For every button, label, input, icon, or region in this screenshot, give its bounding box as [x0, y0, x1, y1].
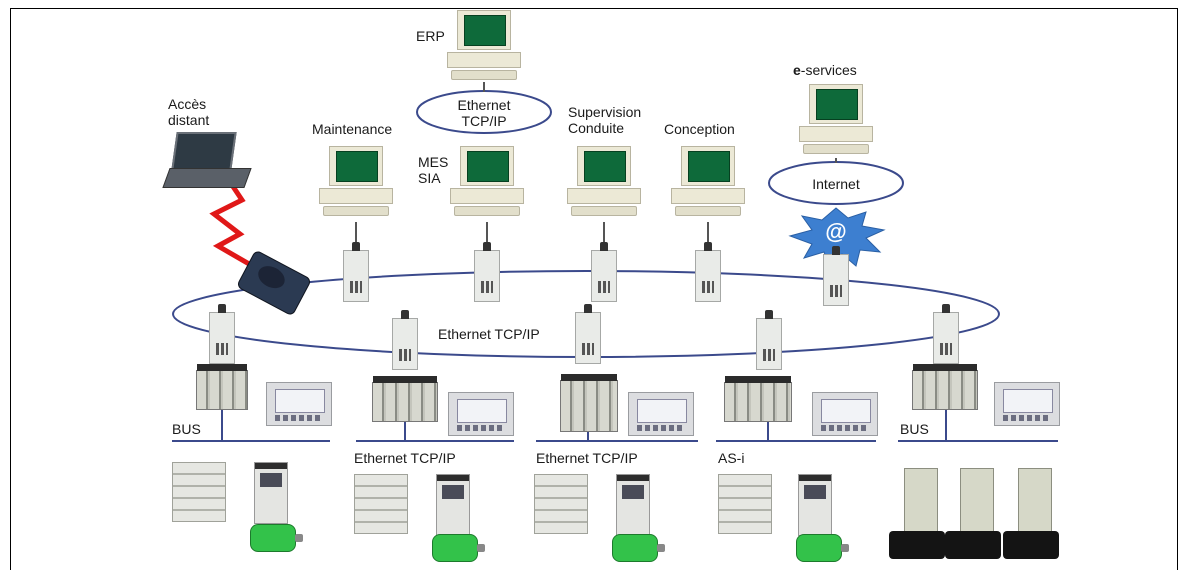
io-module-3 [534, 474, 588, 534]
wireless-lightning [209, 174, 258, 271]
plc-4 [724, 376, 792, 422]
label-at-symbol: @ [825, 219, 847, 244]
switch-mes [474, 242, 500, 302]
drive-1 [254, 462, 288, 524]
hmi-panel-4 [812, 392, 878, 436]
io-module-2 [354, 474, 408, 534]
servo-motor-1 [889, 468, 945, 559]
conception-computer [671, 146, 745, 218]
label-bus-right: BUS [900, 421, 929, 437]
switch-maintenance [343, 242, 369, 302]
eservices-computer [799, 84, 873, 156]
mes-sia-computer [450, 146, 524, 218]
switch-field-5 [933, 304, 959, 364]
io-module-1 [172, 462, 226, 522]
drive-3 [616, 474, 650, 536]
motor-4 [796, 534, 849, 562]
label-ring-ethernet: Ethernet TCP/IP [438, 326, 540, 342]
servo-motor-2 [945, 468, 1001, 559]
plc-3 [560, 374, 618, 432]
switch-field-2 [392, 310, 418, 370]
hmi-panel-1 [266, 382, 332, 426]
plc-2 [372, 376, 438, 422]
switch-field-4 [756, 310, 782, 370]
motor-3 [612, 534, 665, 562]
label-field-ethernet-2: Ethernet TCP/IP [536, 450, 638, 466]
label-erp: ERP [416, 28, 445, 44]
switch-field-1 [209, 304, 235, 364]
io-module-4 [718, 474, 772, 534]
label-acces-distant: Accès distant [168, 96, 210, 128]
hmi-panel-3 [628, 392, 694, 436]
label-supervision-conduite: Supervision Conduite [568, 104, 642, 136]
maintenance-computer [319, 146, 393, 218]
diagram-frame [10, 8, 1178, 570]
label-ethernet-tcpip-bubble: Ethernet TCP/IP [457, 97, 511, 129]
motor-2 [432, 534, 485, 562]
plc-1 [196, 364, 248, 410]
label-internet: Internet [812, 176, 860, 192]
label-field-ethernet-1: Ethernet TCP/IP [354, 450, 456, 466]
switch-internet [823, 246, 849, 306]
motor-1 [250, 524, 303, 552]
servo-motor-3 [1003, 468, 1059, 559]
label-bus-left: BUS [172, 421, 201, 437]
label-mes-sia: MES SIA [418, 154, 449, 186]
drive-4 [798, 474, 832, 536]
switch-supervision [591, 242, 617, 302]
label-as-i: AS-i [718, 450, 745, 466]
remote-laptop [162, 132, 252, 194]
switch-field-3 [575, 304, 601, 364]
supervision-computer [567, 146, 641, 218]
plc-5 [912, 364, 978, 410]
hmi-panel-5 [994, 382, 1060, 426]
label-conception: Conception [664, 121, 735, 137]
erp-computer [447, 10, 521, 82]
switch-conception [695, 242, 721, 302]
hmi-panel-2 [448, 392, 514, 436]
label-e-services: e-services [793, 62, 857, 78]
drive-2 [436, 474, 470, 536]
label-maintenance: Maintenance [312, 121, 393, 137]
